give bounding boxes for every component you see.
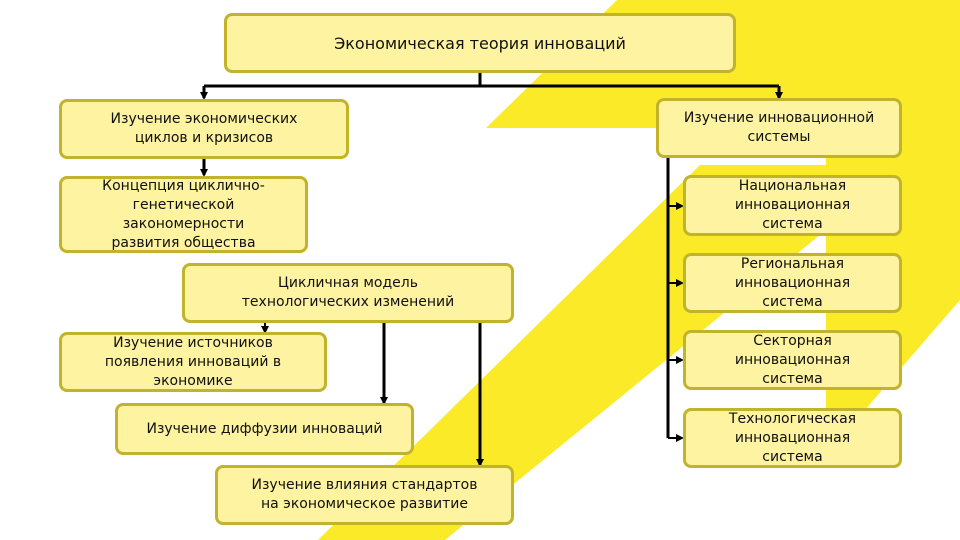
sectoral-system-box: Секторная инновационная система: [683, 330, 902, 390]
cyclic-genetic-concept-label: Концепция циклично- генетической законом…: [102, 177, 265, 251]
root-box: Экономическая теория инноваций: [224, 13, 736, 73]
standards-influence-box: Изучение влияния стандартов на экономиче…: [215, 465, 514, 525]
regional-system-label: Региональная инновационная система: [734, 255, 851, 310]
technological-system-box: Технологическая инновационная система: [683, 408, 902, 468]
root-label: Экономическая теория инноваций: [334, 33, 626, 53]
sectoral-system-label: Секторная инновационная система: [734, 332, 851, 387]
economic-cycles-label: Изучение экономических циклов и кризисов: [110, 111, 298, 146]
cyclic-model-box: Цикличная модель технологических изменен…: [182, 263, 514, 323]
innovation-diffusion-box: Изучение диффузии инноваций: [115, 403, 414, 455]
technological-system-label: Технологическая инновационная система: [728, 410, 857, 465]
regional-system-box: Региональная инновационная система: [683, 253, 902, 313]
standards-influence-label: Изучение влияния стандартов на экономиче…: [251, 477, 478, 512]
cyclic-genetic-concept-box: Концепция циклично- генетической законом…: [59, 176, 308, 253]
national-system-box: Национальная инновационная система: [683, 175, 902, 236]
innovation-system-box: Изучение инновационной системы: [656, 98, 902, 158]
innovation-sources-box: Изучение источников появления инноваций …: [59, 332, 327, 392]
national-system-label: Национальная инновационная система: [734, 178, 851, 232]
economic-cycles-box: Изучение экономических циклов и кризисов: [59, 99, 349, 159]
innovation-diffusion-label: Изучение диффузии инноваций: [146, 420, 383, 437]
innovation-sources-label: Изучение источников появления инноваций …: [104, 334, 282, 389]
cyclic-model-label: Цикличная модель технологических изменен…: [241, 275, 455, 310]
innovation-system-label: Изучение инновационной системы: [683, 110, 875, 145]
